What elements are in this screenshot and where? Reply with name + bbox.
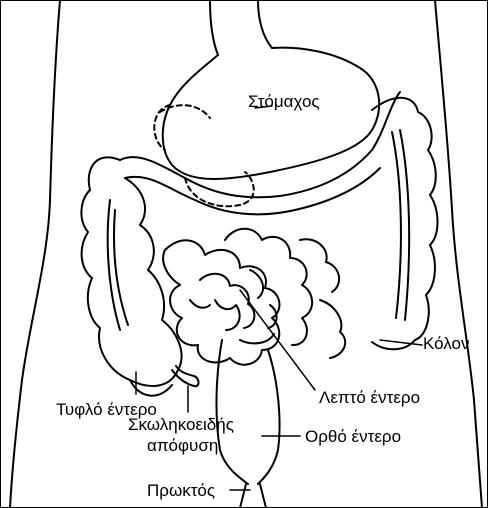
descending-colon (372, 98, 438, 349)
appendix-label-line2: απόφυση (147, 437, 218, 454)
stomach-shape (154, 0, 379, 179)
small-intestine-label: Λεπτό έντερο (319, 389, 420, 406)
anus-shape (240, 484, 266, 508)
rectum-shape (216, 340, 279, 484)
appendix-label-line1: Σκωληκοειδής (128, 416, 234, 433)
stomach-label: Στόμαχος (248, 93, 320, 110)
rectum-label: Ορθό έντερο (305, 428, 401, 445)
anus-label: Πρωκτός (147, 482, 215, 499)
small-intestine-coils (163, 229, 345, 365)
colon-label: Κόλον (423, 335, 469, 352)
